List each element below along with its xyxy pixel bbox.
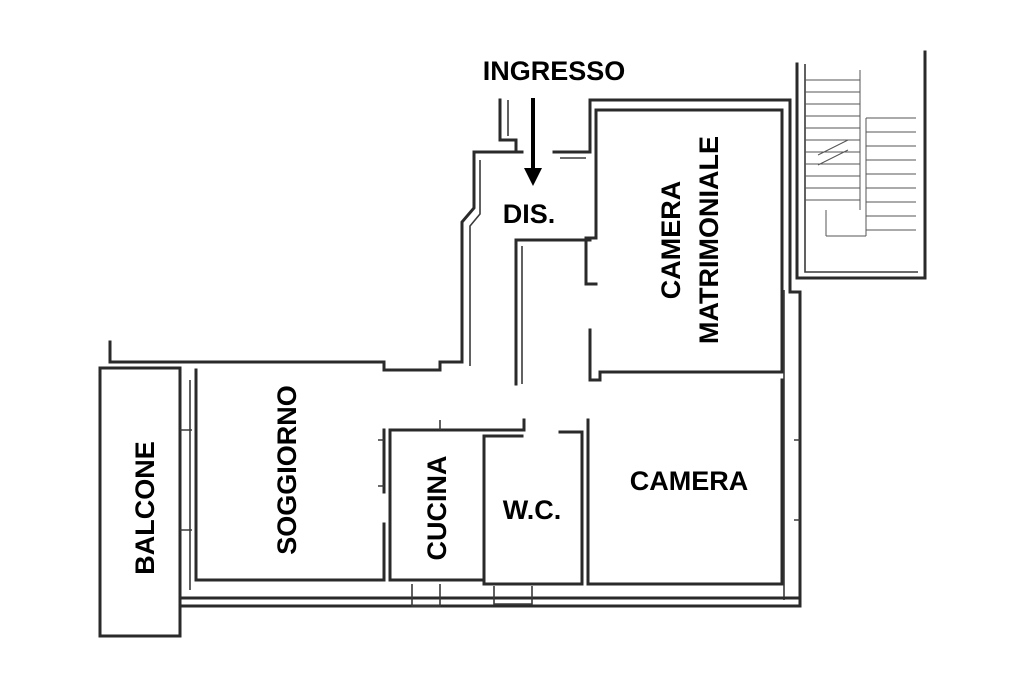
bedroom-label: CAMERA: [630, 466, 749, 496]
master-bedroom-label-line2: MATRIMONIALE: [694, 136, 724, 344]
living-room-walls: [189, 368, 386, 590]
hallway-label: DIS.: [503, 199, 556, 229]
entrance-label: INGRESSO: [483, 56, 626, 86]
master-bedroom-label-line1: CAMERA: [656, 181, 686, 300]
balcony-label: BALCONE: [130, 441, 160, 575]
staircase: [795, 50, 927, 280]
entrance-arrow: [524, 98, 542, 186]
kitchen-label: CUCINA: [422, 456, 452, 561]
bedroom-walls: [586, 378, 784, 586]
living-room-label: SOGGIORNO: [272, 385, 302, 555]
wc-walls: [482, 430, 584, 586]
exterior-walls: [108, 98, 802, 608]
kitchen-walls: [388, 418, 526, 586]
master-bedroom-label: CAMERA MATRIMONIALE: [656, 136, 724, 344]
hallway-walls: [514, 238, 592, 386]
wc-label: W.C.: [503, 495, 562, 525]
